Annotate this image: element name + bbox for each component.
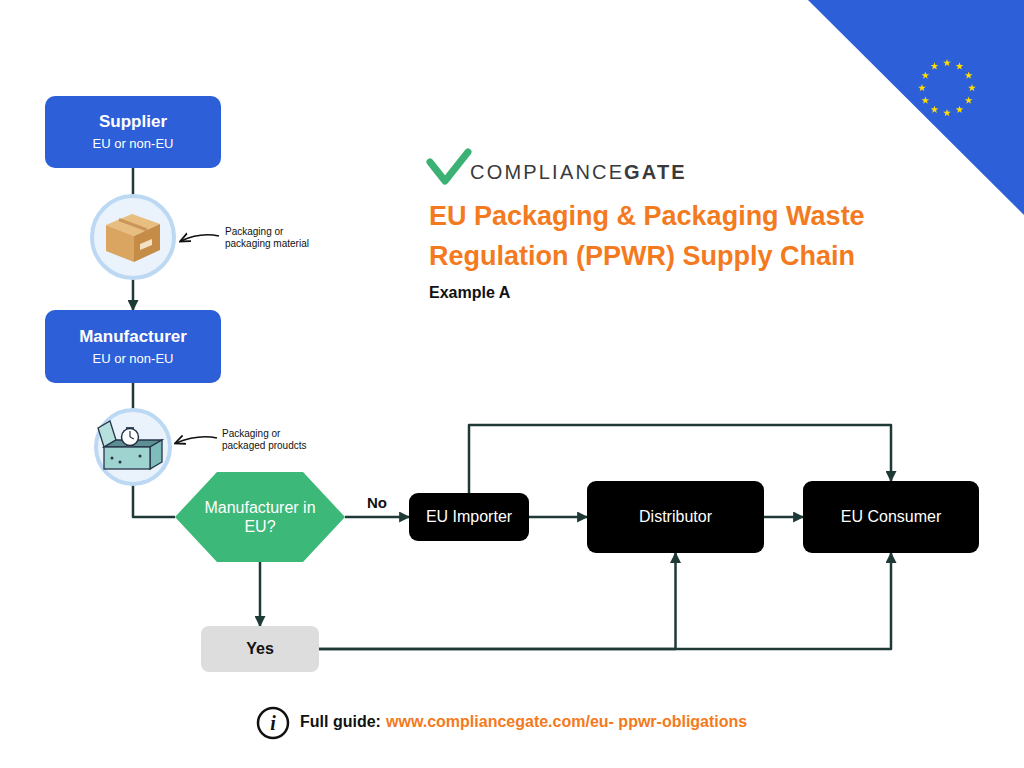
callout-arrow (176, 437, 217, 443)
connector (319, 553, 891, 649)
callout-arrow (181, 235, 219, 241)
node-title: Manufacturer (79, 327, 187, 347)
subtitle: Example A (429, 283, 510, 302)
footer-link: www.compliancegate.com/eu- ppwr-obligati… (386, 712, 747, 731)
role-box: EU Consumer (803, 481, 979, 553)
node-title: Manufacturer in EU? (197, 498, 323, 536)
node-subtitle: EU or non-EU (93, 136, 174, 152)
footer-text: Full guide: (300, 712, 381, 731)
logo-check (430, 152, 468, 181)
answer-box: Yes (201, 626, 319, 672)
connector (345, 516, 409, 519)
eu-flag-band (808, 0, 1024, 215)
connector (259, 562, 262, 626)
connector (132, 168, 135, 310)
actor-box: Supplier EU or non-EU (45, 96, 221, 168)
actor-box: Manufacturer EU or non-EU (45, 310, 221, 383)
node-title: Distributor (639, 507, 712, 526)
connector (529, 516, 587, 519)
node-title: EU Importer (426, 507, 512, 526)
connector (319, 553, 676, 649)
logo-text: COMPLIANCE (470, 160, 624, 184)
hexagon-outline (175, 472, 345, 562)
decision-hexagon: Manufacturer in EU? (175, 472, 345, 562)
connector (133, 383, 175, 517)
info-icon (258, 708, 288, 738)
callout-note: Packaging or packaged proudcts (222, 428, 322, 452)
node-subtitle: EU or non-EU (93, 351, 174, 367)
callout-note: Packaging or packaging material (225, 226, 325, 250)
logo-text: GATE (624, 160, 687, 184)
connector (764, 516, 803, 519)
node-title: Yes (246, 639, 274, 658)
diagram-title: EU Packaging & Packaging Waste Regulatio… (429, 196, 909, 276)
info-letter: i (259, 709, 287, 737)
node-title: Supplier (99, 112, 167, 132)
role-box: EU Importer (409, 493, 529, 541)
eu-stars (918, 59, 976, 116)
edge-label: No (367, 494, 387, 511)
node-title: EU Consumer (841, 507, 941, 526)
role-box: Distributor (587, 481, 764, 553)
